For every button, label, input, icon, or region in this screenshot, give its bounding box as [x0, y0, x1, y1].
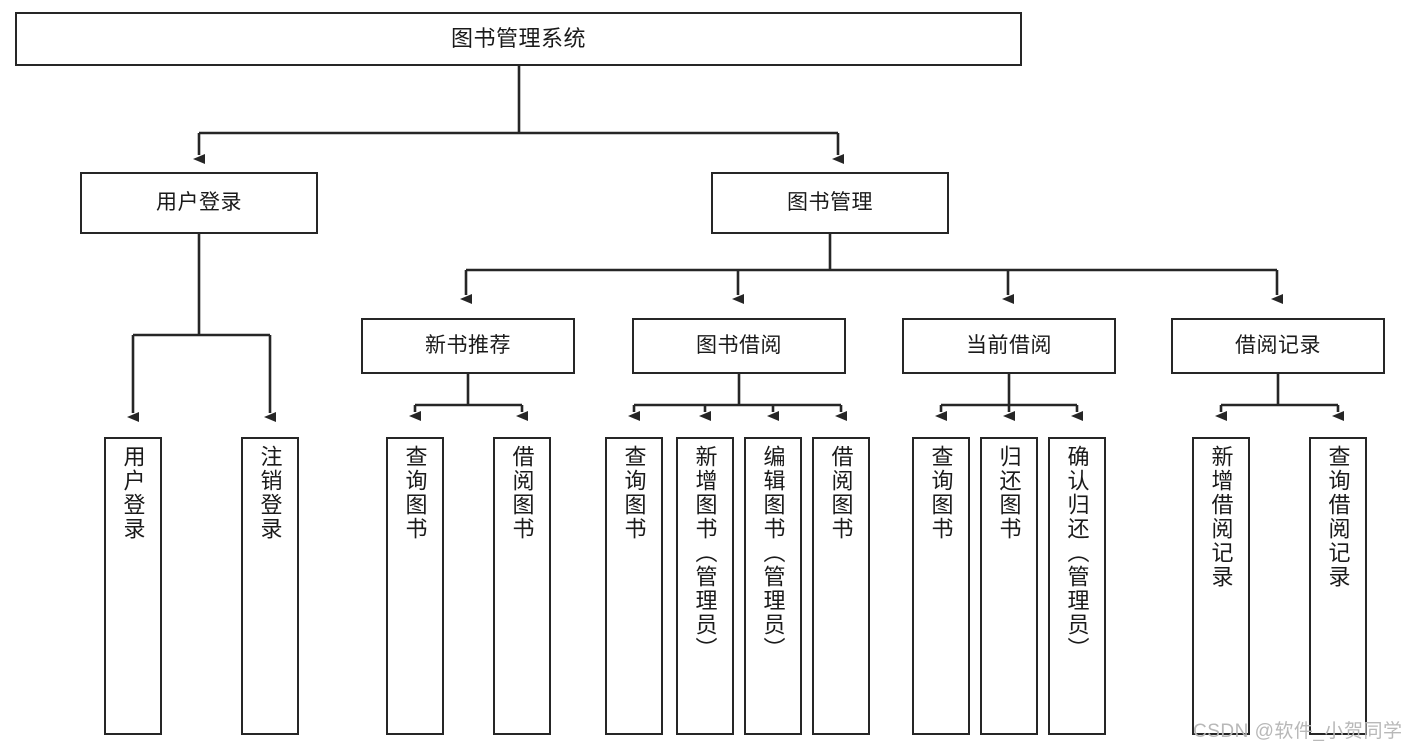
node-borrow-record-label: 借阅记录	[1235, 334, 1321, 358]
node-new-book-rec-label: 新书推荐	[425, 334, 511, 358]
leaf-user-login-label: 用户登录	[120, 445, 146, 541]
leaf-return-book-label: 归还图书	[996, 445, 1022, 541]
leaf-query-record-label: 查询借阅记录	[1325, 445, 1351, 589]
node-user-login[interactable]: 用户登录	[80, 172, 318, 234]
node-root-label: 图书管理系统	[450, 25, 586, 51]
leaf-query-book-3-label: 查询图书	[928, 445, 954, 541]
leaf-borrow-book-1-label: 借阅图书	[509, 445, 535, 541]
node-book-manage-label: 图书管理	[787, 191, 873, 215]
leaf-logout-login-label: 注销登录	[257, 445, 283, 541]
node-book-borrow[interactable]: 图书借阅	[632, 318, 846, 374]
leaf-user-login[interactable]: 用户登录	[104, 437, 162, 735]
leaf-edit-book[interactable]: 编辑图书（管理员）	[744, 437, 802, 735]
leaf-query-book-2-label: 查询图书	[621, 445, 647, 541]
leaf-query-record[interactable]: 查询借阅记录	[1309, 437, 1367, 735]
node-new-book-rec[interactable]: 新书推荐	[361, 318, 575, 374]
leaf-query-book-1-label: 查询图书	[402, 445, 428, 541]
leaf-return-book[interactable]: 归还图书	[980, 437, 1038, 735]
leaf-query-book-1[interactable]: 查询图书	[386, 437, 444, 735]
leaf-edit-book-label: 编辑图书（管理员）	[760, 445, 786, 661]
leaf-add-record[interactable]: 新增借阅记录	[1192, 437, 1250, 735]
node-root[interactable]: 图书管理系统	[15, 12, 1022, 66]
leaf-borrow-book-1[interactable]: 借阅图书	[493, 437, 551, 735]
node-book-borrow-label: 图书借阅	[696, 334, 782, 358]
leaf-borrow-book-2[interactable]: 借阅图书	[812, 437, 870, 735]
node-borrow-record[interactable]: 借阅记录	[1171, 318, 1385, 374]
node-book-manage[interactable]: 图书管理	[711, 172, 949, 234]
leaf-logout-login[interactable]: 注销登录	[241, 437, 299, 735]
leaf-add-book-label: 新增图书（管理员）	[692, 445, 718, 661]
leaf-add-record-label: 新增借阅记录	[1208, 445, 1234, 589]
leaf-confirm-return-label: 确认归还（管理员）	[1064, 445, 1090, 661]
leaf-add-book[interactable]: 新增图书（管理员）	[676, 437, 734, 735]
leaf-confirm-return[interactable]: 确认归还（管理员）	[1048, 437, 1106, 735]
node-current-borrow-label: 当前借阅	[966, 334, 1052, 358]
leaf-query-book-2[interactable]: 查询图书	[605, 437, 663, 735]
leaf-query-book-3[interactable]: 查询图书	[912, 437, 970, 735]
csdn-watermark: CSDN @软件_小贺同学	[1193, 721, 1403, 742]
node-user-login-label: 用户登录	[156, 191, 242, 215]
leaf-borrow-book-2-label: 借阅图书	[828, 445, 854, 541]
node-current-borrow[interactable]: 当前借阅	[902, 318, 1116, 374]
